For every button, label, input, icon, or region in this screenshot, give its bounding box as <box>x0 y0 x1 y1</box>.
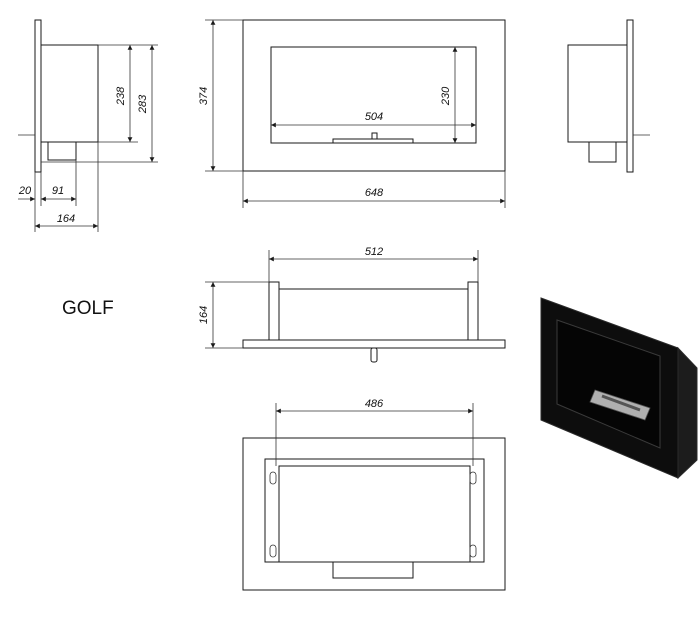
dim-238: 238 <box>115 86 127 106</box>
rear-view: 486 <box>242 398 506 591</box>
side-view-right <box>567 19 650 173</box>
front-view-frame <box>242 19 506 172</box>
dim-648: 648 <box>365 187 384 199</box>
front-view-burner <box>332 138 414 144</box>
side-view-body <box>40 44 99 143</box>
side-view-front-plate <box>34 19 42 173</box>
dim-164-side: 164 <box>57 213 75 225</box>
dim-20: 20 <box>18 185 32 197</box>
top-view-plate <box>242 339 506 349</box>
keyhole-slots <box>269 471 477 558</box>
side-view-right-front-plate <box>626 19 634 173</box>
dim-504: 504 <box>365 111 383 123</box>
product-title: GOLF <box>62 298 114 319</box>
side-view-left: 238 283 20 91 164 <box>18 19 158 232</box>
dim-283: 283 <box>137 94 149 114</box>
fireplace-render <box>540 297 698 480</box>
dim-230: 230 <box>440 86 452 106</box>
side-view-burner <box>47 141 77 161</box>
dim-164-top: 164 <box>198 306 210 324</box>
top-view: 512 164 <box>198 246 506 363</box>
side-view-right-body <box>567 44 628 143</box>
side-view-right-burner <box>588 141 617 163</box>
dim-512: 512 <box>365 246 383 258</box>
front-view: 374 648 504 230 <box>198 19 506 208</box>
dim-486: 486 <box>365 398 384 410</box>
dim-374: 374 <box>198 87 210 105</box>
rear-view-frame <box>242 437 506 591</box>
dim-91: 91 <box>52 185 64 197</box>
